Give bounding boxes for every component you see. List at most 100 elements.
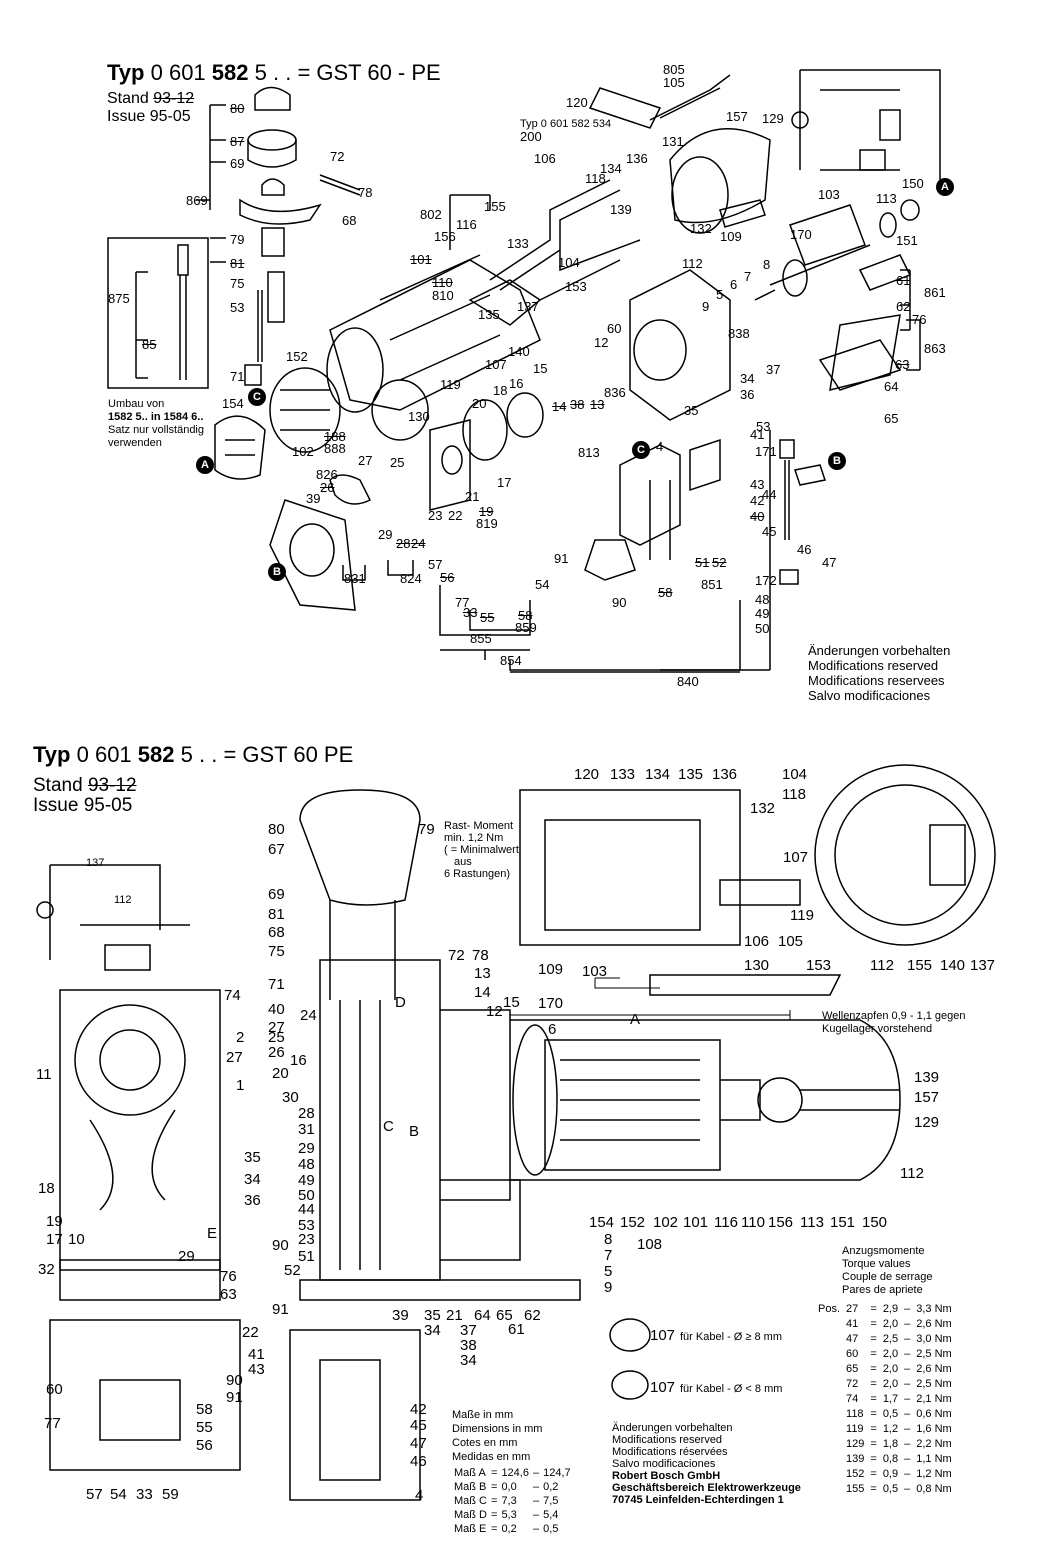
part-label: 188 [324,429,346,444]
dim-key: Maß C [454,1495,487,1507]
top-umbau-note: Umbau von 1582 5.. in 1584 6.. Satz nur … [108,398,228,450]
part-label: 29 [178,1248,195,1265]
mod-line: Änderungen vorbehalten [808,643,951,658]
part-label: 29 [378,527,393,542]
torque-header-line: Pares de apriete [842,1284,923,1296]
dim-row: Maß E=0,2–0,5 [452,1522,573,1536]
part-label: 152 [286,349,308,364]
torque-row: 60=2,0–2,5 Nm [815,1347,955,1362]
part-label: 80 [268,821,285,838]
part-label: 103 [818,187,840,202]
part-label: 67 [268,841,285,858]
part-label: 7 [744,269,752,284]
part-label: 90 [226,1372,243,1389]
part-label: 58 [658,585,673,600]
part-label: 71 [268,976,285,993]
part-label: 11 [36,1066,52,1083]
torque-row: 118=0,5–0,6 Nm [815,1407,955,1422]
torque-max: 2,2 Nm [916,1438,952,1450]
part-label: 55 [480,610,495,625]
dim-min: 0,2 [501,1523,517,1535]
bottom-issue: Issue 95-05 [33,795,132,817]
bosch-line: Robert Bosch GmbH [612,1470,721,1482]
part-label: 105 [778,933,804,950]
part-label: 56 [196,1437,213,1454]
bottom-issue-value: 95-05 [83,795,133,816]
part-label: 81 [268,906,285,923]
dim-header: Dimensions in mm [452,1423,543,1435]
part-label: 20 [272,1065,289,1082]
part-label: 863 [924,341,946,356]
part-label: 10 [68,1231,85,1248]
part-label: 38 [460,1337,477,1354]
torque-pos: 118 [846,1408,864,1420]
part-label: 118 [585,171,606,186]
part-label: 17 [46,1231,63,1248]
part-label: 838 [728,326,750,341]
dim-header: Cotes en mm [452,1437,518,1449]
torque-max: 2,1 Nm [916,1393,952,1405]
torque-row: 72=2,0–2,5 Nm [815,1377,955,1392]
wellen-line: Kugellager vorstehend [822,1023,933,1035]
part-label: 30 [282,1089,299,1106]
part-label: 855 [470,631,492,646]
part-label: 859 [515,620,537,635]
part-label: 33 [463,605,478,620]
torque-row: 119=1,2–1,6 Nm [815,1422,955,1437]
torque-pos: 119 [846,1423,864,1435]
part-label: 19 [479,504,494,519]
part-label: 135 [478,307,500,322]
section-letter: D [395,994,406,1011]
callout-marker: C [248,388,266,406]
mod-line: Salvo modificaciones [808,688,931,703]
part-label: 113 [800,1214,824,1231]
label-107-small: 107 [650,1379,676,1396]
part-label: 64 [884,379,899,394]
torque-pos: 72 [846,1378,859,1390]
torque-max: 0,8 Nm [916,1483,952,1495]
torque-min: 2,0 [882,1348,899,1360]
part-label: 77 [455,595,470,610]
part-label: 154 [222,396,244,411]
part-label: 869 [186,193,208,208]
part-label: 153 [565,279,587,294]
part-label: 58 [518,608,533,623]
part-label: 133 [610,766,636,783]
dim-key: Maß E [454,1523,487,1535]
part-label: 47 [410,1435,427,1452]
part-label: 62 [896,299,911,314]
part-label: 113 [876,191,897,206]
bottom-stand-old: 93-12 [87,775,137,796]
part-label: 104 [782,766,808,783]
part-label: 13 [590,397,605,412]
part-label: 90 [272,1237,289,1254]
part-label: 68 [268,924,285,941]
torque-min: 2,0 [882,1318,899,1330]
part-label: 136 [712,766,738,783]
top-typ-code-c: 5 . . = GST 60 - PE [254,60,441,85]
part-label: 110 [432,275,453,290]
part-label: 137 [86,857,105,869]
part-label: 37 [460,1322,477,1339]
torque-header: Anzugsmomente Torque values Couple de se… [842,1245,933,1297]
part-label: 9 [604,1279,613,1296]
part-label: 18 [493,383,508,398]
rast-line: 6 Rastungen) [444,868,511,880]
dim-key: Maß D [454,1509,487,1521]
part-label: 133 [507,236,529,251]
mod-line: Modifications reserved [808,658,939,673]
part-label: 77 [44,1415,61,1432]
part-label: 14 [552,399,567,414]
torque-row: 129=1,8–2,2 Nm [815,1437,955,1452]
part-label: 851 [701,577,723,592]
part-label: 140 [940,957,966,974]
part-label: 25 [390,455,405,470]
part-label: 172 [755,573,777,588]
dim-header: Medidas en mm [452,1451,531,1463]
part-label: 154 [589,1214,615,1231]
dim-header: Maße in mm [452,1409,514,1421]
part-label: 116 [714,1214,738,1231]
part-label: 74 [224,987,241,1004]
part-label: 156 [768,1214,794,1231]
